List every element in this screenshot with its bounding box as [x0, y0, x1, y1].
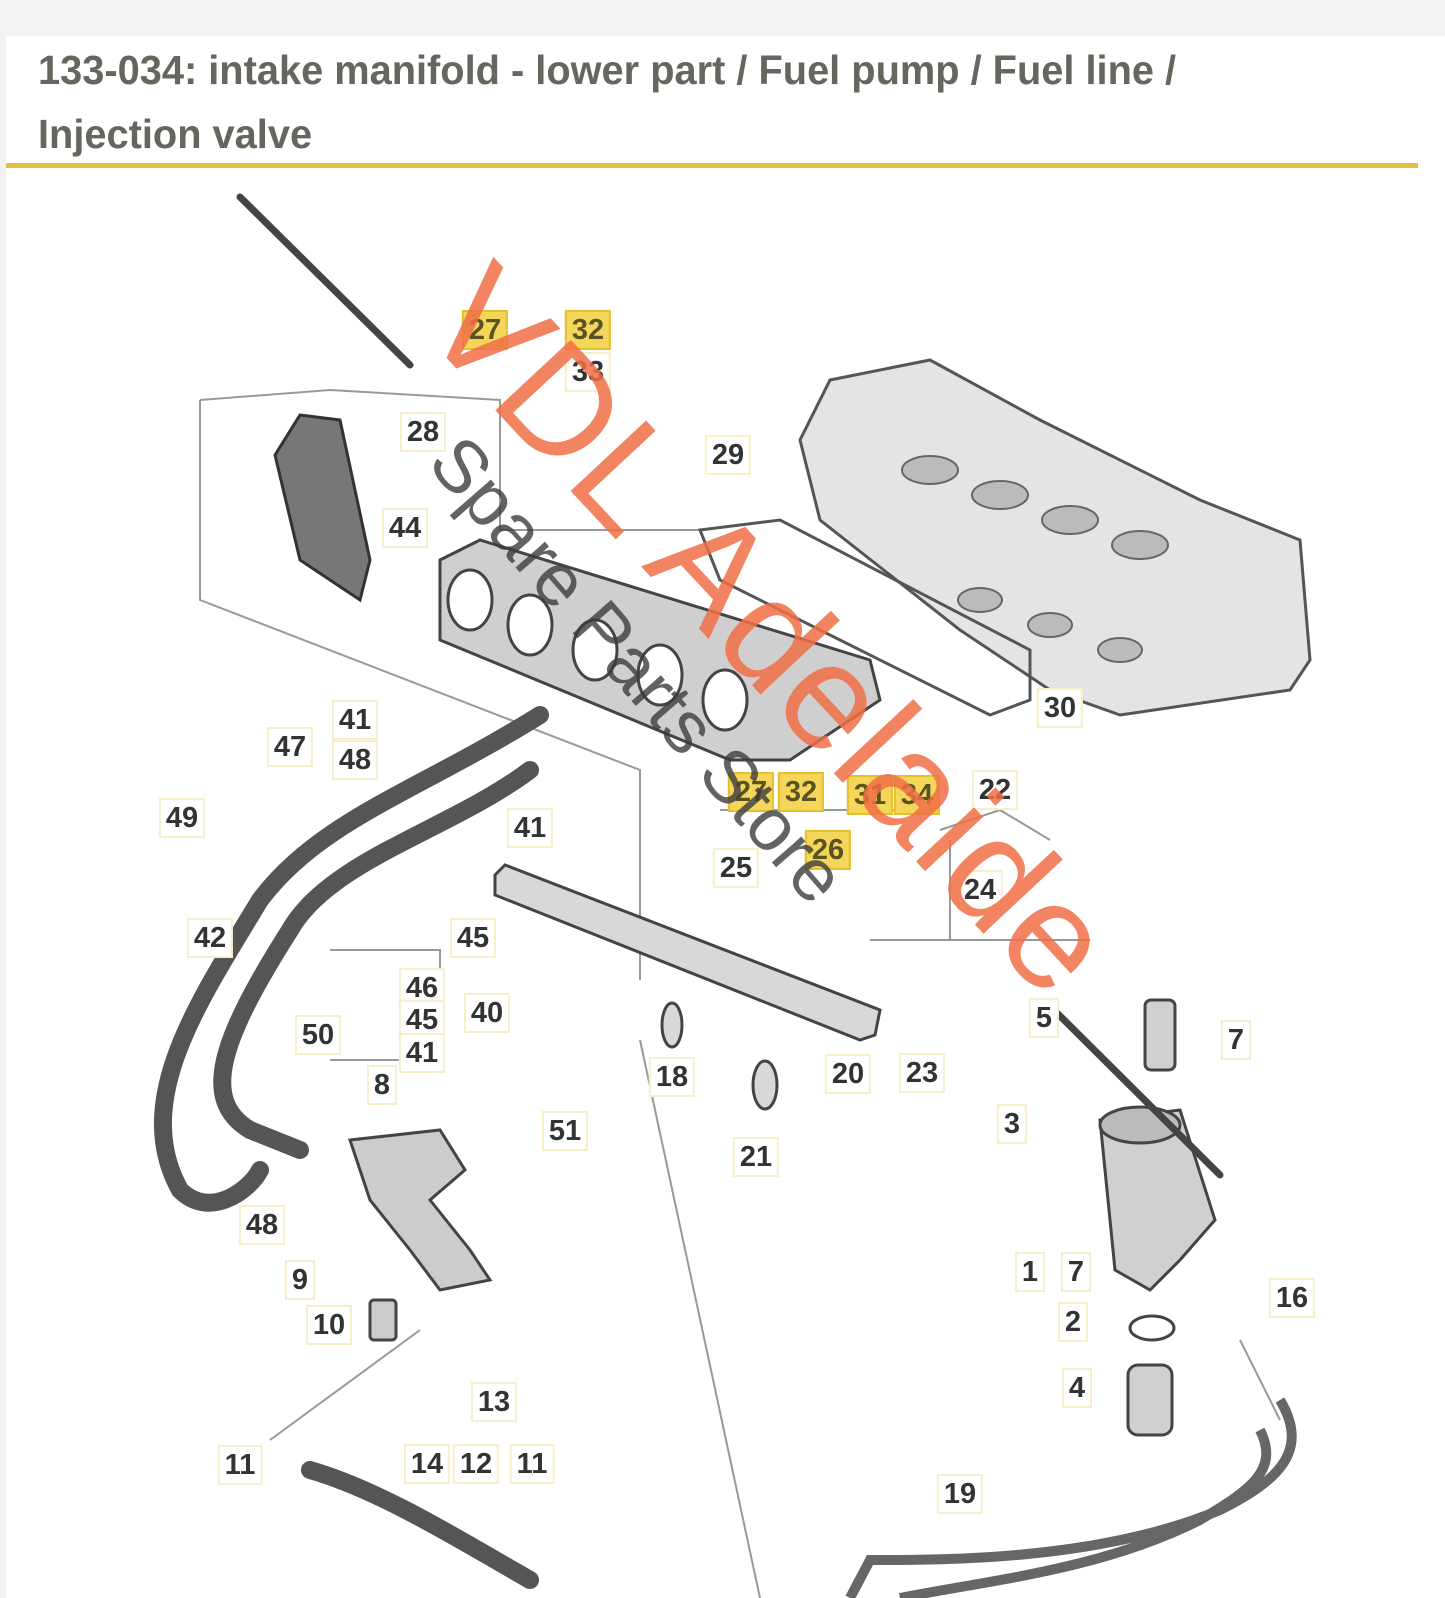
callout-part-26[interactable]: 26	[804, 830, 852, 870]
callout-part-21[interactable]: 21	[732, 1137, 780, 1177]
callout-part-31[interactable]: 31	[846, 775, 894, 815]
watermark-slash-lines	[236, 193, 1224, 1179]
callout-part-19[interactable]: 19	[936, 1474, 984, 1514]
callout-part-5[interactable]: 5	[1028, 998, 1060, 1038]
callout-part-1[interactable]: 1	[1014, 1252, 1046, 1292]
callout-part-11[interactable]: 11	[509, 1444, 555, 1484]
fuel-hoses	[154, 706, 549, 1589]
callout-part-20[interactable]: 20	[824, 1054, 872, 1094]
callout-part-18[interactable]: 18	[648, 1057, 696, 1097]
fuel-rail	[493, 863, 882, 1111]
callout-part-24[interactable]: 24	[956, 870, 1004, 910]
callout-part-7[interactable]: 7	[1060, 1252, 1092, 1292]
callout-part-34[interactable]: 34	[893, 775, 941, 815]
callout-part-48[interactable]: 48	[238, 1205, 286, 1245]
callout-part-47[interactable]: 47	[266, 727, 314, 767]
callout-part-32[interactable]: 32	[564, 310, 612, 350]
callout-part-2[interactable]: 2	[1057, 1302, 1089, 1342]
callout-part-42[interactable]: 42	[186, 918, 234, 958]
diagram-panel	[6, 36, 1445, 1598]
callout-part-45[interactable]: 45	[449, 918, 497, 958]
callout-part-3[interactable]: 3	[996, 1104, 1028, 1144]
callout-part-40[interactable]: 40	[463, 993, 511, 1033]
callout-part-48[interactable]: 48	[331, 740, 379, 780]
callout-part-32[interactable]: 32	[777, 772, 825, 812]
callout-part-49[interactable]: 49	[158, 798, 206, 838]
callout-part-22[interactable]: 22	[971, 770, 1019, 810]
callout-part-44[interactable]: 44	[381, 508, 429, 548]
callout-part-50[interactable]: 50	[294, 1015, 342, 1055]
title-divider	[6, 163, 1418, 168]
callout-part-41[interactable]: 41	[398, 1033, 446, 1073]
callout-part-27[interactable]: 27	[727, 772, 775, 812]
page-title: 133-034: intake manifold - lower part / …	[38, 47, 1177, 157]
heat-shield	[273, 413, 372, 603]
callout-part-41[interactable]: 41	[331, 700, 379, 740]
callout-part-51[interactable]: 51	[541, 1111, 589, 1151]
callout-part-27[interactable]: 27	[461, 310, 509, 350]
callout-part-41[interactable]: 41	[506, 808, 554, 848]
callout-part-9[interactable]: 9	[284, 1260, 316, 1300]
callout-part-8[interactable]: 8	[366, 1065, 398, 1105]
intake-manifold	[438, 538, 882, 762]
callout-part-25[interactable]: 25	[712, 848, 760, 888]
callout-part-12[interactable]: 12	[452, 1444, 500, 1484]
cylinder-head	[798, 358, 1312, 717]
callout-part-13[interactable]: 13	[470, 1382, 518, 1422]
callout-part-14[interactable]: 14	[403, 1444, 451, 1484]
callout-part-4[interactable]: 4	[1061, 1368, 1093, 1408]
callout-part-10[interactable]: 10	[305, 1305, 353, 1345]
callout-part-23[interactable]: 23	[898, 1053, 946, 1093]
callout-part-16[interactable]: 16	[1268, 1278, 1316, 1318]
callout-part-29[interactable]: 29	[704, 435, 752, 475]
callout-part-11[interactable]: 11	[217, 1445, 263, 1485]
fuel-pump	[1098, 998, 1217, 1437]
intake-gasket	[697, 518, 1032, 717]
callout-part-28[interactable]: 28	[399, 412, 447, 452]
callout-part-7[interactable]: 7	[1220, 1020, 1252, 1060]
callout-part-30[interactable]: 30	[1036, 688, 1084, 728]
pressure-control-valve	[347, 1128, 493, 1342]
callout-part-33[interactable]: 33	[564, 352, 612, 392]
high-pressure-lines	[845, 1397, 1297, 1598]
